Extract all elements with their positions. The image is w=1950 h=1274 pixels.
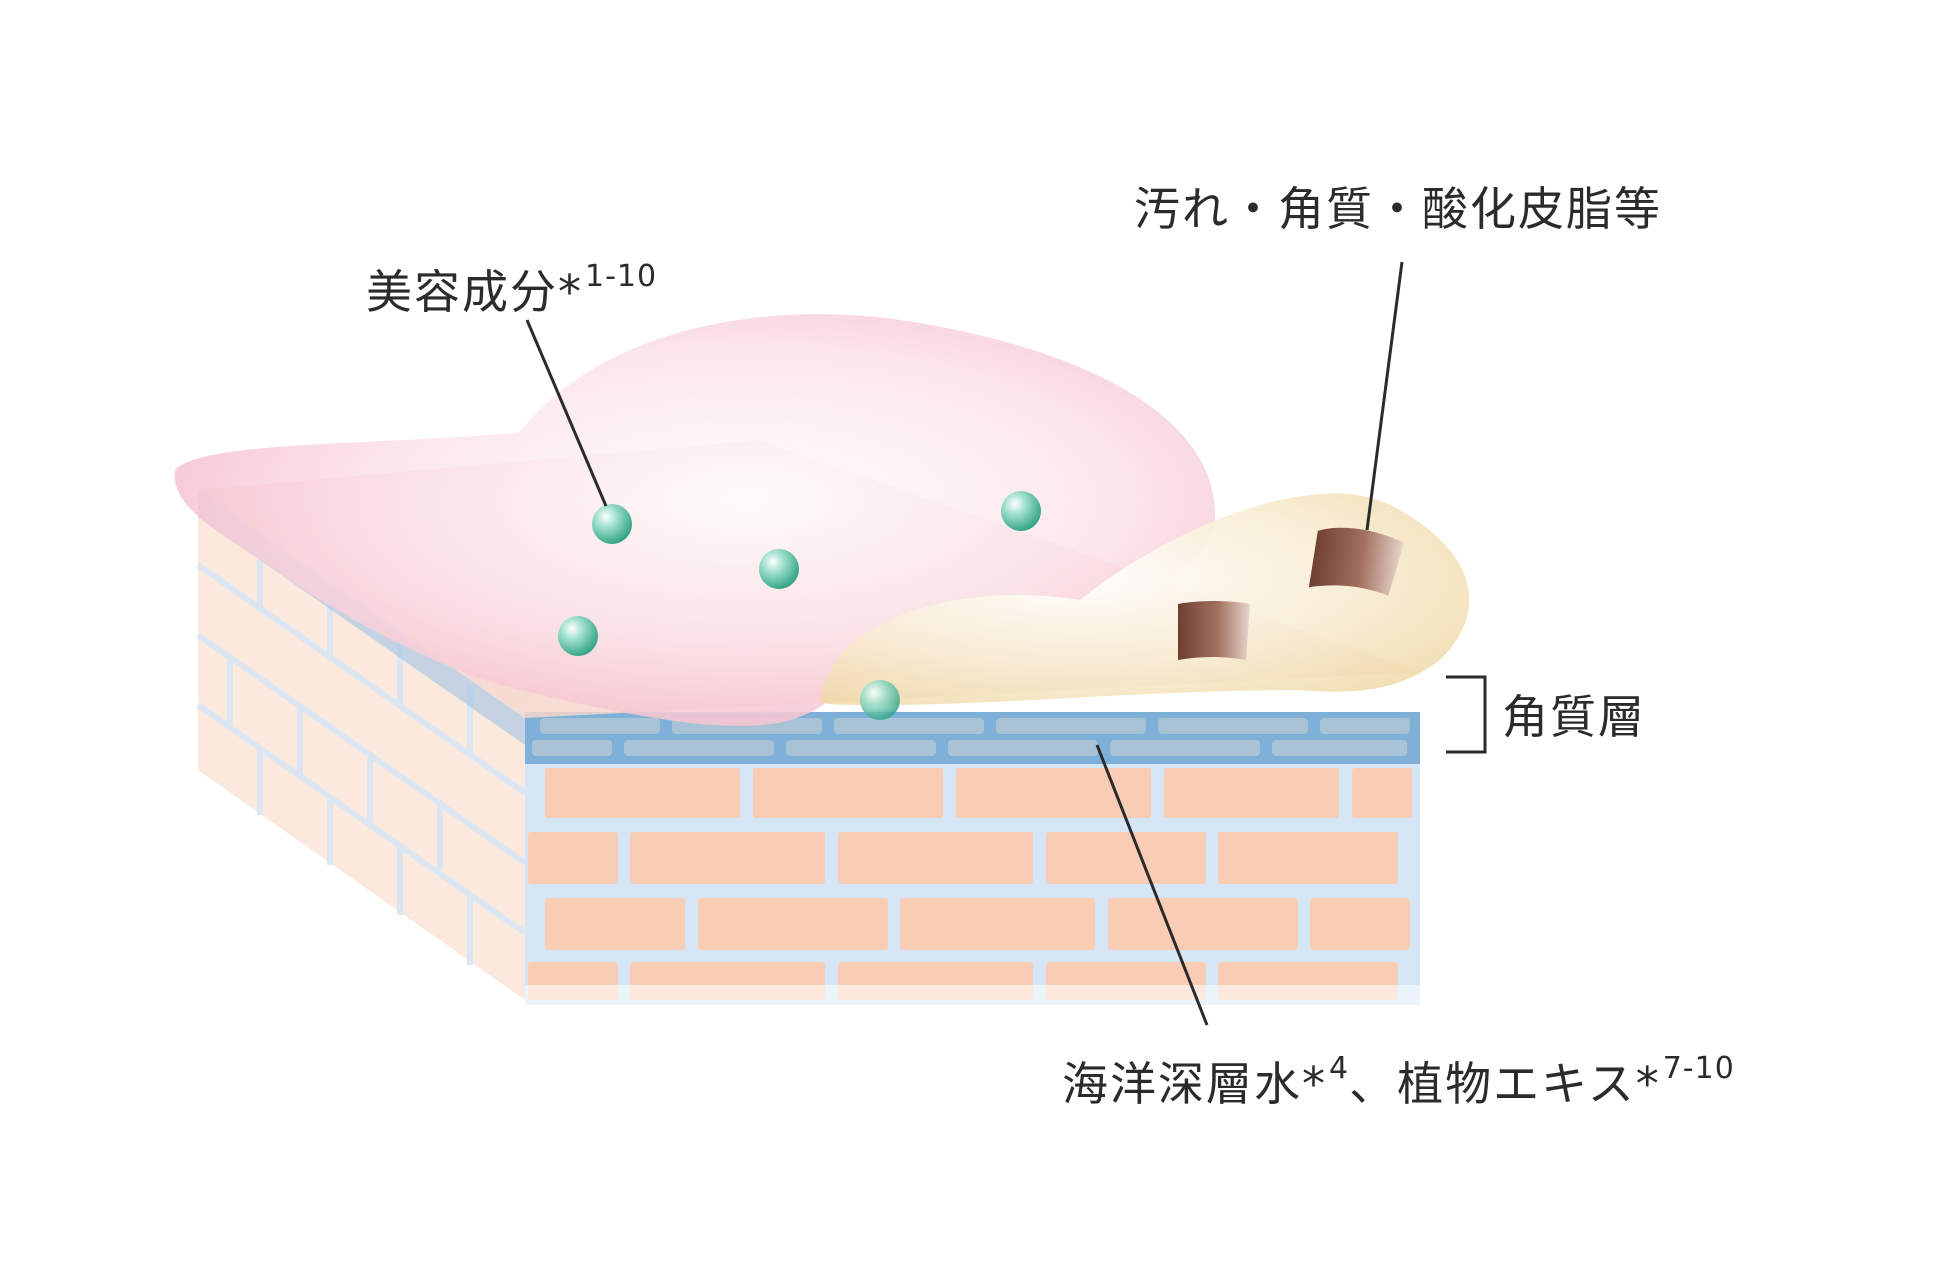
debris-piece — [1178, 601, 1250, 660]
label-deep-sea-water-plant-extract: 海洋深層水*4、植物エキス*7-10 — [1062, 1051, 1735, 1108]
stratum-corneum-bracket — [1446, 675, 1487, 754]
label-text: 美容成分* — [366, 265, 583, 319]
cream-gel — [820, 493, 1470, 705]
leader-line-impurities — [1365, 261, 1404, 531]
ingredient-particle — [860, 680, 900, 720]
skin-front-face — [525, 755, 1420, 1015]
beauty-ingredient-particles — [558, 491, 1041, 720]
label-text: 海洋深層水* — [1062, 1057, 1327, 1111]
leader-line-ingredients — [525, 319, 608, 507]
label-text: 汚れ・角質・酸化皮脂等 — [1134, 182, 1662, 236]
leader-line-water-extract — [1095, 744, 1209, 1026]
ingredient-particle — [1001, 491, 1041, 531]
ingredient-particle — [592, 504, 632, 544]
stratum-corneum-layer — [525, 712, 1420, 764]
footnote-ref: 4 — [1329, 1051, 1350, 1086]
debris-piece — [1308, 527, 1405, 596]
label-stratum-corneum: 角質層 — [1502, 694, 1646, 740]
footnote-ref: 1-10 — [585, 259, 658, 294]
footnote-ref-2: 7-10 — [1662, 1051, 1735, 1086]
ingredient-particle — [759, 549, 799, 589]
label-text-2: 、植物エキス* — [1349, 1057, 1661, 1111]
label-text: 角質層 — [1502, 690, 1646, 744]
label-impurities: 汚れ・角質・酸化皮脂等 — [1134, 186, 1662, 232]
ingredient-particle — [558, 616, 598, 656]
impurity-debris — [1178, 527, 1405, 660]
label-beauty-ingredients: 美容成分*1-10 — [366, 259, 658, 316]
